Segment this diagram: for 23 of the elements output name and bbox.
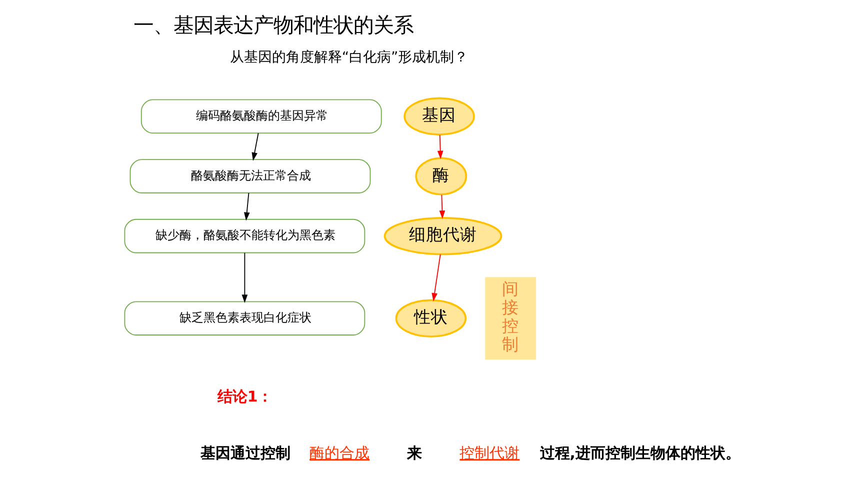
node-ellipse: 细胞代谢 [384, 216, 502, 256]
node-box: 编码酪氨酸酶的基因异常 [140, 99, 382, 134]
node-box: 间接控制 [485, 277, 536, 360]
label: 从基因的角度解释“白化病”形成机制？ [230, 49, 468, 66]
node-ellipse: 性状 [395, 299, 467, 338]
node-box: 缺乏黑色素表现白化症状 [124, 301, 366, 336]
label: 酶的合成 [310, 445, 370, 462]
arrow [244, 192, 250, 221]
diagram-title: 一、基因表达产物和性状的关系 [133, 12, 414, 37]
arrow [432, 254, 441, 302]
node-ellipse: 基因 [404, 97, 475, 136]
node-ellipse: 酶 [415, 157, 468, 196]
node-box: 酪氨酸酶无法正常合成 [130, 159, 371, 194]
label: 过程,进而控制生物体的性状。 [540, 445, 740, 462]
label: 来 [406, 445, 422, 462]
node-box: 缺少酶，酪氨酸不能转化为黑色素 [124, 218, 366, 254]
label: 控制代谢 [460, 445, 520, 462]
arrow [252, 132, 259, 161]
label: 结论1： [217, 388, 273, 406]
arrow [439, 194, 446, 219]
label: 基因通过控制 [200, 445, 291, 462]
arrow [242, 252, 248, 303]
arrow [437, 134, 444, 160]
